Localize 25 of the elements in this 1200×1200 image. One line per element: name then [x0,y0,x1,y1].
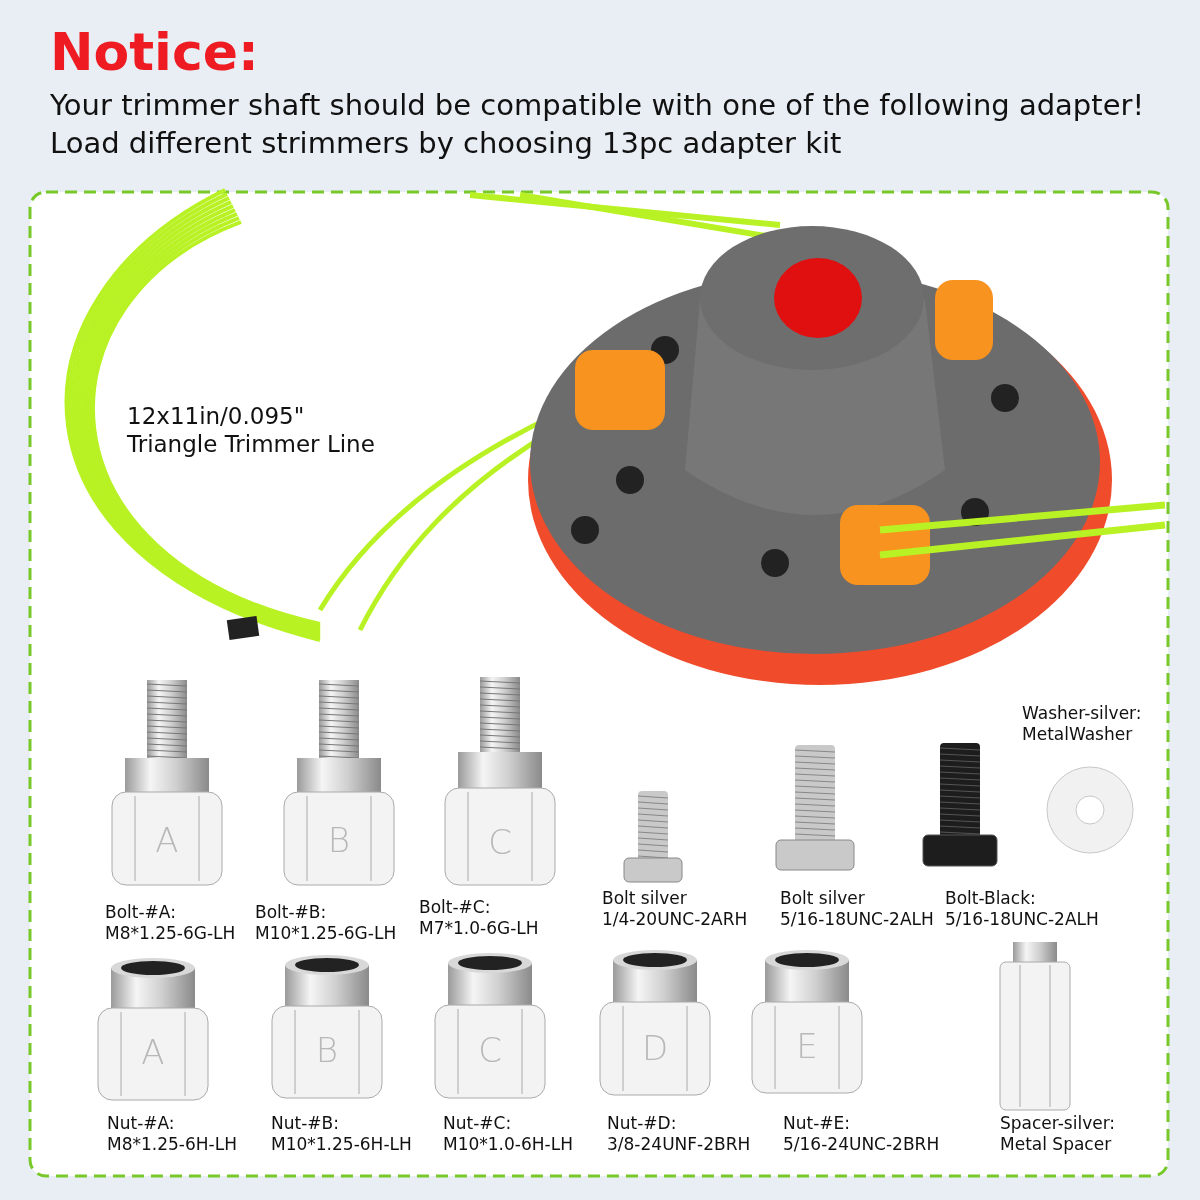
engraved-letter: B [327,820,351,860]
part-label: Bolt silver 1/4-20UNC-2ARH [602,888,749,930]
part-label: Washer-silver: MetalWasher [1022,703,1143,745]
part-label: Bolt-#A: M8*1.25-6G-LH [105,902,237,944]
part-label: Bolt-#B: M10*1.25-6G-LH [255,902,398,944]
engraved-letter: A [141,1032,165,1072]
notice-text: Load different strimmers by choosing 13pc adapter kit [50,126,842,162]
part-label: Nut-#B: M10*1.25-6H-LH [271,1113,413,1155]
engraved-letter: C [488,822,512,862]
part-label: Nut-#A: M8*1.25-6H-LH [107,1113,238,1155]
part-label: Nut-#E: 5/16-24UNC-2BRH [783,1113,941,1155]
part-label: Bolt-Black: 5/16-18UNC-2ALH [945,888,1100,930]
notice-heading: Notice: [50,22,259,82]
engraved-letter: B [315,1030,339,1070]
engraved-letter: E [796,1026,818,1066]
part-label: Nut-#C: M10*1.0-6H-LH [443,1113,574,1155]
notice-text: Your trimmer shaft should be compatible with one of the following adapter! [50,88,1145,124]
engraved-letter: C [478,1030,502,1070]
engraved-letter: D [641,1028,669,1068]
part-label: Bolt silver 5/16-18UNC-2ALH [780,888,935,930]
part-label: Bolt-#C: M7*1.0-6G-LH [419,897,540,939]
engraved-letter: A [155,820,179,860]
part-label: Nut-#D: 3/8-24UNF-2BRH [607,1113,752,1155]
part-label: 12x11in/0.095" Triangle Trimmer Line [127,402,376,459]
part-label: Spacer-silver: Metal Spacer [1000,1113,1117,1155]
